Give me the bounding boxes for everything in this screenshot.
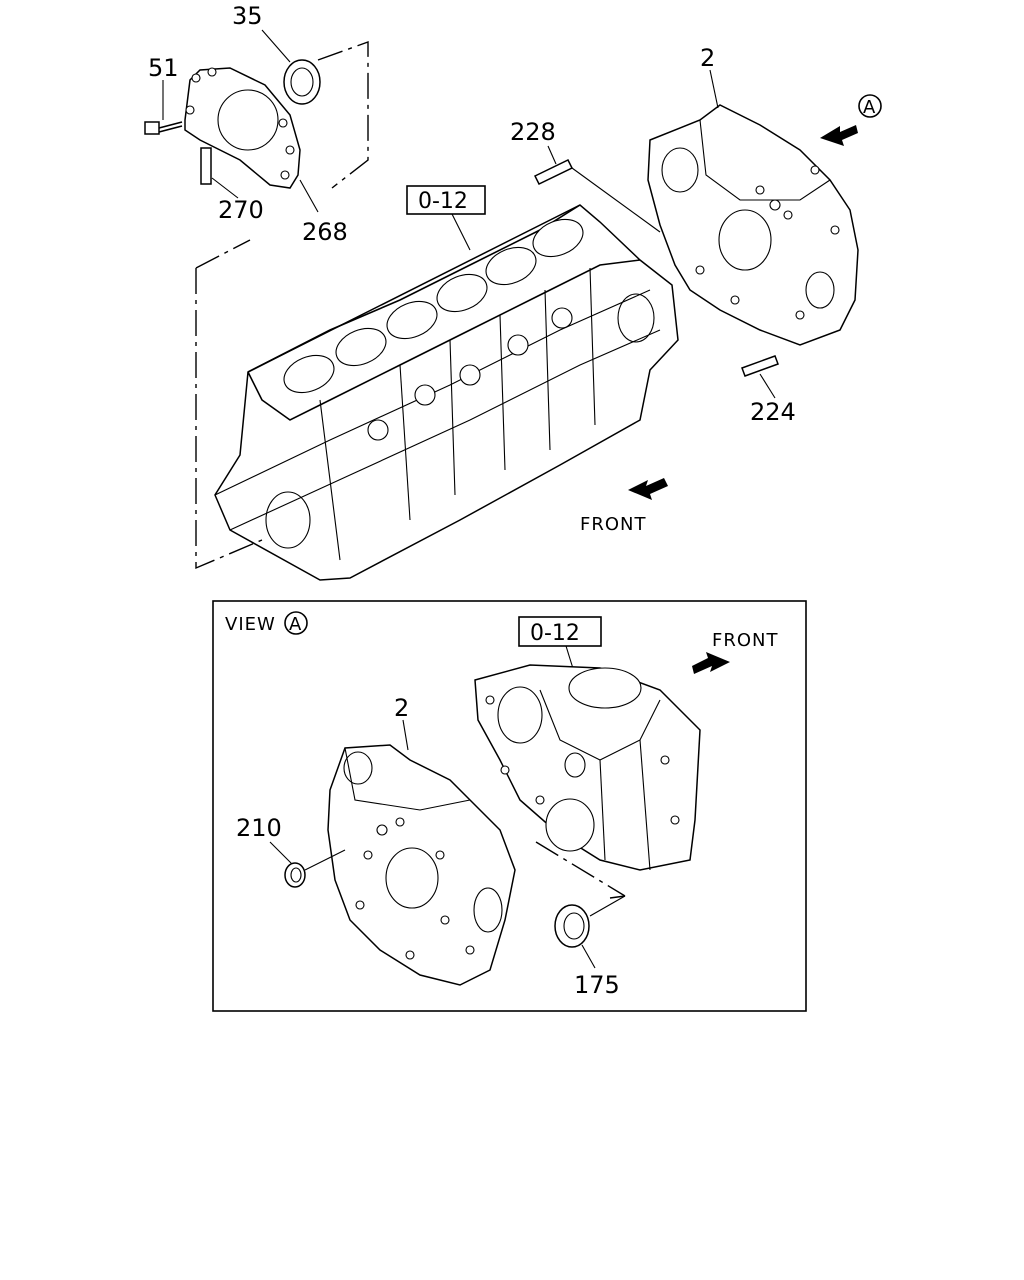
bolt-51 (144, 121, 183, 135)
block-rear-view (474, 664, 701, 871)
part-number-228: 228 (510, 118, 556, 146)
view-a-marker: A (863, 97, 876, 118)
view-a-title-marker: A (289, 614, 302, 635)
view-a-title: VIEW (225, 614, 276, 635)
part-number-224: 224 (750, 398, 796, 426)
flywheel-housing-view (327, 744, 516, 986)
view-a-arrow-icon (820, 125, 858, 146)
oil-seal-35 (283, 59, 321, 105)
front-arrow-icon-view (692, 652, 730, 674)
part-number-51: 51 (148, 54, 179, 82)
front-label-main: FRONT (580, 514, 647, 535)
part-number-210: 210 (236, 814, 282, 842)
view-a-title-circle (284, 611, 308, 635)
stud-228 (533, 159, 574, 185)
front-label-view: FRONT (712, 630, 779, 651)
view-a-marker-circle (858, 94, 882, 118)
view-a-frame (212, 600, 807, 1012)
part-number-35: 35 (232, 2, 263, 30)
part-number-270: 270 (218, 196, 264, 224)
part-number-2-main: 2 (700, 44, 715, 72)
oil-seal-210 (284, 862, 306, 888)
stud-270 (200, 147, 212, 185)
ref-box-block (406, 185, 486, 215)
oil-seal-175 (554, 904, 590, 948)
ref-label-view: 0-12 (530, 621, 580, 646)
part-number-175: 175 (574, 971, 620, 999)
ref-box-view (518, 616, 602, 647)
part-number-2-view: 2 (394, 694, 409, 722)
flywheel-housing (647, 104, 859, 346)
ref-label-block: 0-12 (418, 189, 468, 214)
cylinder-block (214, 204, 679, 581)
front-arrow-icon (628, 478, 668, 500)
rear-seal-retainer (184, 67, 301, 189)
part-number-268: 268 (302, 218, 348, 246)
stud-224 (741, 355, 779, 377)
